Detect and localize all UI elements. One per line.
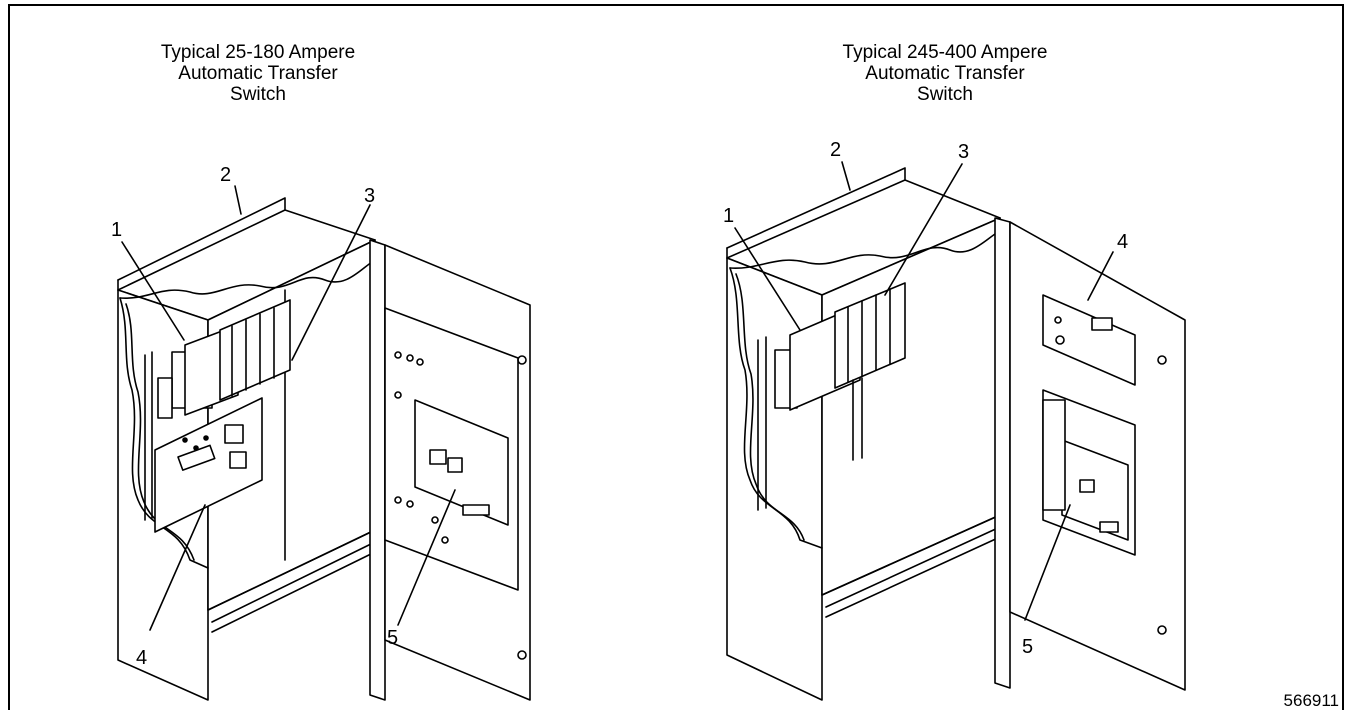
right-enclosure [726, 167, 1001, 701]
right-callout-3: 3 [958, 141, 970, 163]
left-callout-2: 2 [220, 164, 232, 186]
right-title-line-1: Typical 245-400 Ampere [842, 42, 1048, 63]
left-logic-board [154, 397, 263, 533]
right-door [994, 217, 1186, 691]
right-leader-lines [734, 161, 1114, 621]
left-title-line-3: Switch [230, 84, 286, 105]
left-door [369, 239, 531, 701]
right-callout-2: 2 [830, 139, 842, 161]
left-callout-5: 5 [387, 627, 399, 649]
right-title-line-3: Switch [917, 84, 973, 105]
right-title-line-2: Automatic Transfer [865, 63, 1025, 84]
right-contactor-assembly [757, 282, 906, 511]
figure-frame [8, 4, 1344, 710]
figure-id: 566911 [1283, 691, 1339, 710]
right-callout-5: 5 [1022, 636, 1034, 658]
left-callout-1: 1 [111, 219, 123, 241]
right-callout-1: 1 [723, 205, 735, 227]
right-panel-title: Typical 245-400 Ampere Automatic Transfe… [795, 42, 1095, 105]
left-callout-3: 3 [364, 185, 376, 207]
left-title-line-2: Automatic Transfer [178, 63, 338, 84]
left-callout-4: 4 [136, 647, 148, 669]
left-contactor-assembly [144, 299, 291, 521]
left-panel-title: Typical 25-180 Ampere Automatic Transfer… [108, 42, 408, 105]
left-title-line-1: Typical 25-180 Ampere [160, 42, 356, 63]
left-leader-lines [121, 185, 456, 631]
right-callout-4: 4 [1117, 231, 1129, 253]
